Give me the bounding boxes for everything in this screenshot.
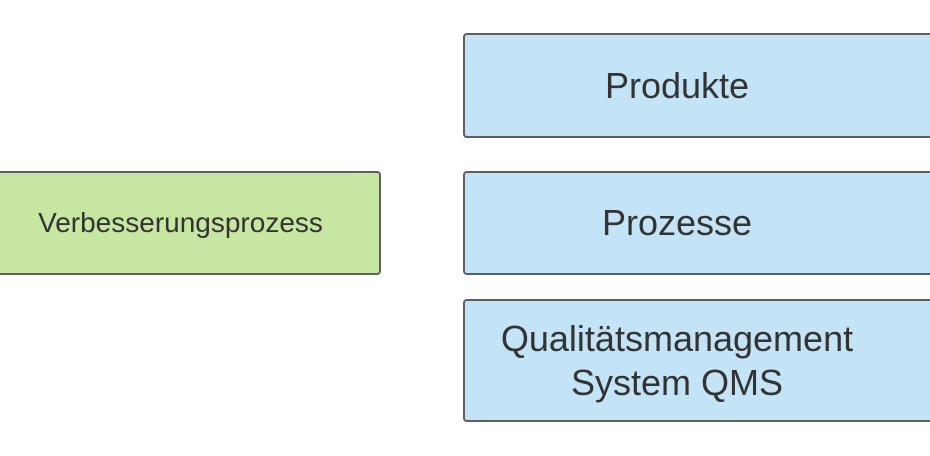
verbesserungsprozess-label: Verbesserungsprozess [38, 207, 323, 239]
prozesse-label: Prozesse [601, 202, 753, 244]
prozesse-node: Prozesse [463, 171, 930, 275]
qms-label-line-2: System QMS [570, 361, 784, 403]
qms-node: Qualitätsmanagement System QMS [463, 299, 930, 422]
qms-label-line-1: Qualitätsmanagement [500, 318, 854, 360]
produkte-node: Produkte [463, 33, 930, 138]
verbesserungsprozess-node: Verbesserungsprozess [0, 171, 381, 275]
produkte-label: Produkte [604, 64, 750, 106]
